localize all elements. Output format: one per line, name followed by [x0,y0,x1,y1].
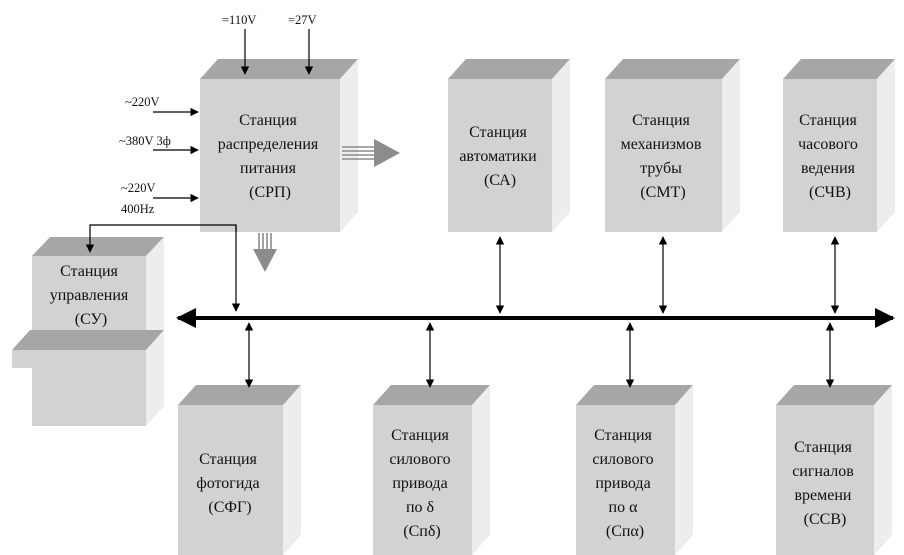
block-front-face [373,405,472,555]
station-spd-block: Станция силового привода по δ (Спδ) [373,385,490,555]
block-front-face [32,256,146,331]
block-front-face [776,405,874,555]
label-line: (Спδ) [403,523,440,540]
station-smt-block: Станция механизмов трубы (СМТ) [605,59,740,232]
block-top-face [605,59,740,79]
station-ssv-block: Станция сигналов времени (ССВ) [776,385,892,555]
station-spa-label: Станция силового привода по α (Спα) [592,427,657,540]
block-front-face [783,79,877,232]
arrow-head [253,249,277,272]
block-side-face [675,385,693,555]
input-ac380-label: ~380V 3ф [119,134,171,148]
input-400hz-label: 400Hz [121,202,155,216]
label-line: (СУ) [75,311,107,328]
label-line: часового [798,136,858,153]
power-output-arrow-right [342,139,400,167]
block-side-face [722,59,740,232]
label-line: сигналов [792,463,854,480]
station-su-block: Станция управления (СУ) [12,237,164,426]
block-front-face [576,405,675,555]
console-desk-top [12,330,164,350]
console-lower-front [32,368,146,426]
station-ssv-label: Станция сигналов времени (ССВ) [792,439,858,528]
block-top-face [576,385,693,405]
station-smt-label: Станция механизмов трубы (СМТ) [621,112,706,201]
station-schv-label: Станция часового ведения (СЧВ) [798,112,862,201]
label-line: распределения [218,136,319,153]
label-line: Станция [60,263,118,280]
label-line: силового [592,451,653,468]
label-line: (СМТ) [640,184,685,201]
block-side-face [146,237,164,350]
station-sa-label: Станция автоматики (СА) [459,124,540,189]
label-line: Станция [594,427,652,444]
block-top-face [200,59,358,79]
block-side-face [877,59,895,232]
station-su-label: Станция управления (СУ) [50,263,133,328]
input-ac220-label: ~220V [125,95,160,109]
label-line: привода [392,475,447,492]
label-line: времени [794,487,851,504]
block-top-face [448,59,570,79]
console-lower-side [146,330,164,426]
label-line: фотогида [196,475,259,492]
label-line: привода [595,475,650,492]
label-line: (СРП) [249,184,291,201]
block-top-face [783,59,895,79]
station-srp-block: Станция распределения питания (СРП) [200,59,358,232]
label-line: Станция [794,439,852,456]
label-line: автоматики [459,148,537,165]
label-line: управления [50,287,129,304]
station-spa-block: Станция силового привода по α (Спα) [576,385,693,555]
station-sfg-block: Станция фотогида (СФГ) [178,385,301,555]
label-line: питания [240,160,297,177]
label-line: Станция [799,112,857,129]
block-front-face [605,79,722,232]
label-line: Станция [391,427,449,444]
block-front-face [178,405,283,555]
station-spd-label: Станция силового привода по δ (Спδ) [389,427,454,540]
arrow-head [374,139,400,167]
block-side-face [472,385,490,555]
station-sa-block: Станция автоматики (СА) [448,59,570,232]
label-line: по δ [406,499,434,516]
block-front-face [448,79,552,232]
power-inputs: =110V =27V ~220V ~380V 3ф ~220V 400Hz [119,13,317,216]
label-line: Станция [632,112,690,129]
label-line: ведения [801,160,856,177]
label-line: (ССВ) [804,511,847,528]
station-schv-block: Станция часового ведения (СЧВ) [783,59,895,232]
input-dc110-label: =110V [222,13,256,27]
block-side-face [283,385,301,555]
console-desk-front [12,350,146,368]
power-output-arrow-down [253,233,277,272]
block-top-face [373,385,490,405]
block-side-face [340,59,358,232]
block-side-face [874,385,892,555]
label-line: Станция [239,112,297,129]
label-line: (СФГ) [208,499,251,516]
station-srp-label: Станция распределения питания (СРП) [218,112,322,201]
label-line: по α [609,499,639,516]
block-side-face [552,59,570,232]
block-top-face [776,385,892,405]
label-line: Станция [199,451,257,468]
label-line: силового [389,451,450,468]
block-top-face [178,385,301,405]
input-dc27-label: =27V [288,13,317,27]
label-line: трубы [640,160,682,177]
station-sfg-label: Станция фотогида (СФГ) [196,451,263,516]
block-top-face [32,237,164,256]
label-line: Станция [469,124,527,141]
input-ac220-400-label: ~220V [121,181,156,195]
label-line: (Спα) [606,523,644,540]
label-line: (СА) [484,172,516,189]
label-line: (СЧВ) [809,184,851,201]
label-line: механизмов [621,136,702,153]
block-front-face [200,79,340,232]
